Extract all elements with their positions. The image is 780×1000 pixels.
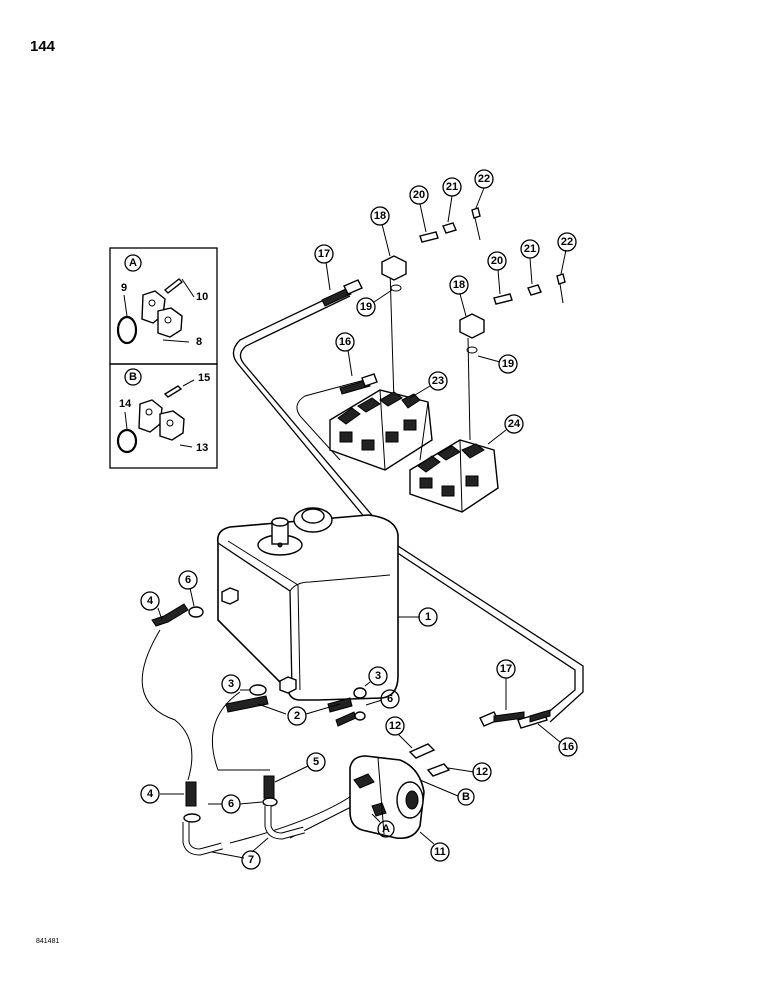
callout-20-upper: 20 <box>409 185 429 233</box>
callout-20-lower: 20 <box>487 251 507 295</box>
svg-text:20: 20 <box>413 189 425 201</box>
svg-text:B: B <box>462 791 470 803</box>
svg-text:24: 24 <box>508 418 521 430</box>
callout-4-upper: 4 <box>140 591 163 621</box>
svg-text:7: 7 <box>248 854 254 866</box>
callout-21-upper: 21 <box>442 177 462 223</box>
callout-5: 5 <box>274 752 326 783</box>
hydraulic-lines <box>141 269 584 844</box>
svg-text:1: 1 <box>425 611 431 623</box>
inset-a-label-8: 8 <box>196 336 202 348</box>
callout-16-lower: 16 <box>537 723 578 757</box>
callout-a-pump: A <box>371 813 395 838</box>
fittings <box>151 207 566 856</box>
callout-17-lower: 17 <box>496 659 516 710</box>
svg-text:11: 11 <box>434 846 446 858</box>
callout-22-upper: 22 <box>474 169 494 209</box>
callout-7: 7 <box>211 837 269 870</box>
callout-6-right: 6 <box>365 689 400 709</box>
hydraulic-tank <box>216 507 399 701</box>
svg-text:6: 6 <box>228 798 234 810</box>
callout-12-lower: 12 <box>447 762 492 782</box>
control-valve-24 <box>409 439 499 513</box>
svg-text:19: 19 <box>502 358 514 370</box>
svg-text:20: 20 <box>491 255 503 267</box>
callout-23: 23 <box>409 371 448 399</box>
svg-text:4: 4 <box>147 595 154 607</box>
callout-b-pump: B <box>419 779 475 806</box>
callout-18-lower: 18 <box>449 275 469 317</box>
callout-21-lower: 21 <box>520 239 540 285</box>
svg-text:19: 19 <box>360 301 372 313</box>
callout-12-upper: 12 <box>385 716 413 749</box>
callout-6-upper: 6 <box>178 570 198 607</box>
svg-text:17: 17 <box>318 248 330 260</box>
svg-text:22: 22 <box>561 236 573 248</box>
svg-text:2: 2 <box>294 710 300 722</box>
callout-19-upper: 19 <box>356 289 393 317</box>
hydraulic-pump <box>349 755 425 840</box>
svg-text:22: 22 <box>478 173 490 185</box>
inset-b-label-15: 15 <box>198 372 210 384</box>
callout-2: 2 <box>257 703 341 726</box>
svg-text:18: 18 <box>453 279 465 291</box>
svg-text:5: 5 <box>313 756 319 768</box>
page-number: 144 <box>30 38 56 55</box>
svg-text:21: 21 <box>446 181 458 193</box>
callout-11: 11 <box>419 831 450 862</box>
callout-19-lower: 19 <box>477 354 518 374</box>
svg-text:3: 3 <box>228 678 234 690</box>
inset-b-label-13: 13 <box>196 442 208 454</box>
svg-text:16: 16 <box>562 741 574 753</box>
inset-b-letter: B <box>129 371 137 383</box>
inset-a-letter: A <box>129 257 137 269</box>
svg-text:16: 16 <box>339 336 351 348</box>
svg-text:17: 17 <box>500 663 512 675</box>
svg-text:3: 3 <box>375 670 381 682</box>
callout-1: 1 <box>398 607 438 627</box>
callout-6-lower: 6 <box>208 794 263 814</box>
callout-3-right: 3 <box>364 666 388 687</box>
callout-3-left: 3 <box>221 674 250 694</box>
callout-18-upper: 18 <box>370 206 391 257</box>
inset-box-a: A 9 10 8 <box>109 247 218 365</box>
svg-text:23: 23 <box>432 375 444 387</box>
inset-a-label-10: 10 <box>196 291 208 303</box>
svg-text:A: A <box>382 823 390 835</box>
svg-text:4: 4 <box>147 788 154 800</box>
svg-text:18: 18 <box>374 210 386 222</box>
svg-text:12: 12 <box>476 766 488 778</box>
svg-text:6: 6 <box>387 693 393 705</box>
callout-24: 24 <box>487 414 524 445</box>
callout-22-lower: 22 <box>557 232 577 275</box>
callout-16-upper: 16 <box>335 332 355 377</box>
svg-text:21: 21 <box>524 243 536 255</box>
svg-text:6: 6 <box>185 574 191 586</box>
reference-code: 841481 <box>36 938 60 945</box>
callout-17-upper: 17 <box>314 244 334 291</box>
callout-4-lower: 4 <box>140 784 184 804</box>
inset-b-label-14: 14 <box>119 398 132 410</box>
control-valve-23 <box>329 389 433 471</box>
inset-a-label-9: 9 <box>121 282 127 294</box>
svg-text:12: 12 <box>389 720 401 732</box>
inset-box-b: B 14 15 13 <box>109 363 218 469</box>
